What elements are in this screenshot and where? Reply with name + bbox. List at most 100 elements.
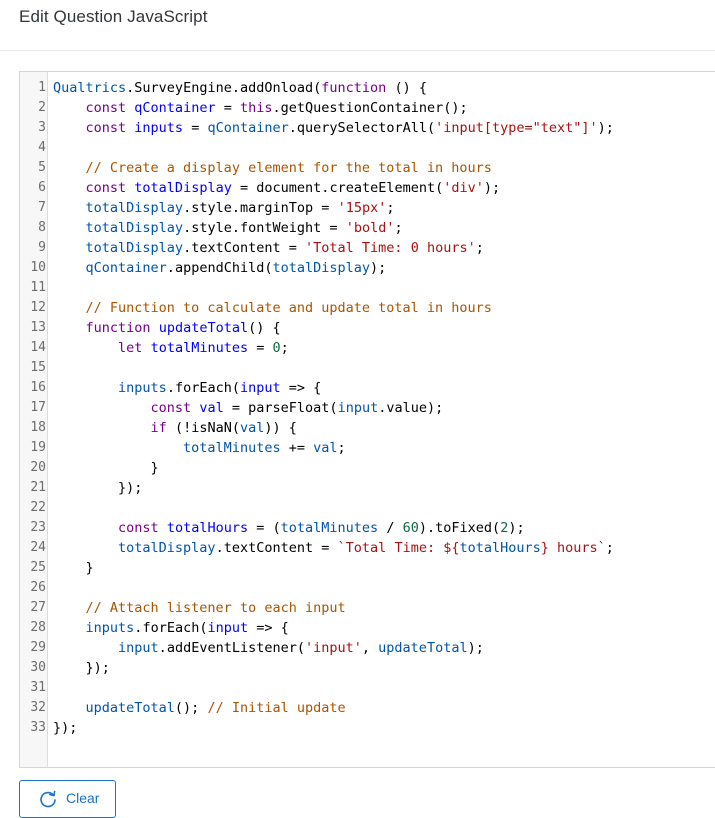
code-line[interactable]: 11 (20, 278, 715, 298)
code-line[interactable]: 28 inputs.forEach(input => { (20, 618, 715, 638)
code-line[interactable]: 3 const inputs = qContainer.querySelecto… (20, 118, 715, 138)
code-line[interactable]: 23 const totalHours = (totalMinutes / 60… (20, 518, 715, 538)
code-token: totalDisplay (85, 220, 184, 236)
code-token: totalDisplay (118, 540, 216, 556)
code-token: input (207, 620, 249, 636)
code-line[interactable]: 8 totalDisplay.style.fontWeight = 'bold'… (20, 218, 715, 238)
code-line[interactable]: 27 // Attach listener to each input (20, 598, 715, 618)
code-token: value (386, 400, 427, 416)
code-token: `Total Time: ${ (337, 540, 460, 556)
code-line[interactable]: 20 } (20, 458, 715, 478)
code-token: ! (183, 420, 192, 436)
code-line[interactable]: 5 // Create a display element for the to… (20, 158, 715, 178)
code-token: . (166, 380, 175, 396)
code-text: totalDisplay.textContent = 'Total Time: … (53, 238, 484, 258)
code-line[interactable]: 6 const totalDisplay = document.createEl… (20, 178, 715, 198)
code-token: updateTotal (378, 640, 468, 656)
refresh-icon (40, 790, 56, 808)
code-text: }); (53, 478, 142, 498)
code-text: const totalHours = (totalMinutes / 60).t… (53, 518, 525, 538)
code-token: ); (597, 120, 614, 136)
code-line[interactable]: 9 totalDisplay.textContent = 'Total Time… (20, 238, 715, 258)
code-token: createElement (329, 180, 436, 196)
code-token (53, 180, 86, 196)
line-number: 13 (30, 320, 46, 335)
line-number: 20 (30, 460, 46, 475)
code-token: appendChild (174, 260, 265, 276)
code-token: fontWeight (239, 220, 322, 236)
code-token: qContainer (134, 100, 216, 116)
code-line[interactable]: 4 (20, 138, 715, 158)
code-text: function updateTotal() { (53, 318, 281, 338)
code-token: ( (231, 420, 240, 436)
code-token (53, 120, 86, 136)
code-text: inputs.forEach(input => { (53, 378, 321, 398)
code-line[interactable]: 16 inputs.forEach(input => { (20, 378, 715, 398)
code-token (159, 520, 167, 536)
code-token: forEach (174, 380, 232, 396)
code-token: const (150, 400, 192, 416)
line-number: 18 (30, 420, 46, 435)
code-token: toFixed (435, 520, 493, 536)
code-token: (); (174, 700, 208, 716)
code-line[interactable]: 24 totalDisplay.textContent = `Total Tim… (20, 538, 715, 558)
code-token (53, 540, 118, 556)
code-token: 0 (272, 340, 281, 356)
code-token (394, 520, 402, 536)
code-line[interactable]: 26 (20, 578, 715, 598)
code-line[interactable]: 2 const qContainer = this.getQuestionCon… (20, 98, 715, 118)
code-token: totalHours (459, 540, 541, 556)
code-line[interactable]: 29 input.addEventListener('input', updat… (20, 638, 715, 658)
code-token: } hours` (540, 540, 606, 556)
code-token: ( (231, 380, 240, 396)
code-token: = (256, 340, 265, 356)
code-token: totalMinutes (280, 520, 379, 536)
line-number: 30 (30, 660, 46, 675)
clear-button[interactable]: Clear (19, 780, 116, 818)
code-token (53, 600, 86, 616)
code-line[interactable]: 13 function updateTotal() { (20, 318, 715, 338)
code-token: . (126, 80, 135, 96)
code-line[interactable]: 25 } (20, 558, 715, 578)
code-token: , (361, 640, 379, 656)
code-token (329, 540, 337, 556)
code-text: // Function to calculate and update tota… (53, 298, 492, 318)
code-token: totalDisplay (85, 240, 184, 256)
code-token: . (231, 80, 240, 96)
code-token: ( (264, 260, 273, 276)
code-line[interactable]: 15 (20, 358, 715, 378)
code-token (216, 100, 224, 116)
code-line[interactable]: 12 // Function to calculate and update t… (20, 298, 715, 318)
code-text: }); (53, 658, 110, 678)
code-token: . (272, 100, 281, 116)
code-token: . (215, 540, 224, 556)
code-text: updateTotal(); // Initial update (53, 698, 346, 718)
code-text: totalMinutes += val; (53, 438, 346, 458)
code-line[interactable]: 31 (20, 678, 715, 698)
code-line[interactable]: 33}); (20, 718, 715, 738)
code-line[interactable]: 14 let totalMinutes = 0; (20, 338, 715, 358)
code-line[interactable]: 32 updateTotal(); // Initial update (20, 698, 715, 718)
code-line[interactable]: 21 }); (20, 478, 715, 498)
code-line[interactable]: 18 if (!isNaN(val)) { (20, 418, 715, 438)
code-token: } (53, 560, 94, 576)
code-line[interactable]: 7 totalDisplay.style.marginTop = '15px'; (20, 198, 715, 218)
code-line[interactable]: 10 qContainer.appendChild(totalDisplay); (20, 258, 715, 278)
code-token: ( (199, 620, 208, 636)
code-token (53, 220, 86, 236)
code-text: totalDisplay.style.marginTop = '15px'; (53, 198, 395, 218)
code-token (53, 160, 86, 176)
code-token: 'div' (443, 180, 484, 196)
code-line[interactable]: 19 totalMinutes += val; (20, 438, 715, 458)
code-token: ); (483, 180, 501, 196)
line-number: 5 (38, 160, 46, 175)
code-line[interactable]: 17 const val = parseFloat(input.value); (20, 398, 715, 418)
code-line[interactable]: 22 (20, 498, 715, 518)
code-token: ; (475, 240, 484, 256)
code-token (53, 400, 151, 416)
code-token: . (378, 400, 387, 416)
code-line[interactable]: 30 }); (20, 658, 715, 678)
